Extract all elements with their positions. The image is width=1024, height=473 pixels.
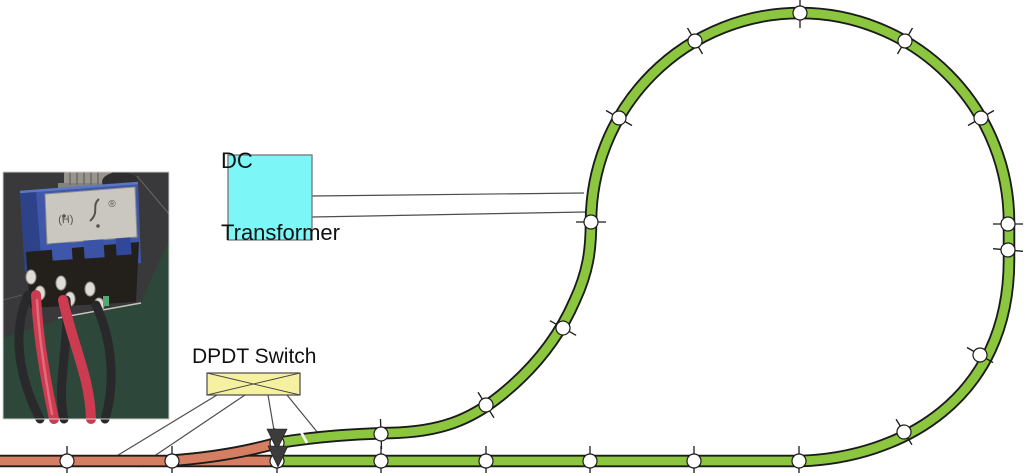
faceplate-dot <box>62 214 66 218</box>
background-scratch-2 <box>2 294 23 301</box>
feeder-wire <box>311 192 585 197</box>
solder-terminal <box>55 275 67 291</box>
insulated-gap-mark <box>298 429 309 444</box>
transformer-label-line2: Transformer <box>221 220 340 245</box>
registered-trademark: ® <box>108 199 116 210</box>
rail-joint-dot <box>687 33 703 49</box>
rail-joint-dot <box>792 5 808 21</box>
rail-joint-dot <box>791 453 807 469</box>
rail-joint <box>686 27 704 55</box>
rail-joint-dot <box>59 453 75 469</box>
turnout-branch-red <box>168 438 279 466</box>
rail-joint <box>373 418 389 450</box>
switch-wires <box>14 290 116 424</box>
rail-joint-dot <box>583 214 599 230</box>
rail-joint <box>549 320 577 336</box>
switch-photo: (H) ® <box>2 171 170 424</box>
switch-faceplate <box>44 186 138 245</box>
dpdt-switch-box <box>206 372 301 396</box>
rail-joint <box>993 242 1023 258</box>
rail-joint <box>967 109 995 127</box>
rail-joint <box>896 27 914 55</box>
dpdt-box-cross <box>206 372 301 396</box>
body-tab <box>51 242 73 261</box>
rail-joint <box>582 446 598 473</box>
rail-joint-dot <box>373 426 389 442</box>
rail-joint <box>895 418 913 446</box>
wire-highlight <box>35 298 54 416</box>
rail-joint-dot <box>1000 216 1016 232</box>
rail-joint-dot <box>1000 242 1016 258</box>
rail-joint <box>59 446 75 473</box>
rail-joint-dot <box>972 347 988 363</box>
rail-joint-dot <box>373 453 389 469</box>
rail-joint <box>164 446 180 473</box>
rail-joint-dot <box>478 397 494 413</box>
wire-black <box>91 300 116 424</box>
rail-joints <box>59 0 1023 473</box>
rail-joint-dot <box>611 110 627 126</box>
insulated-joint-arrows <box>266 428 289 468</box>
switch-body-top-edge <box>19 181 139 194</box>
rail-joint <box>966 346 994 364</box>
transformer-label: DC Transformer <box>221 101 340 269</box>
rail-joint <box>477 391 495 419</box>
rail-joint-dot <box>896 424 912 440</box>
faceplate-squiggle <box>89 198 100 222</box>
rail-joint-dot <box>555 320 571 336</box>
photo-border <box>2 171 170 420</box>
rail-joint-dot <box>897 33 913 49</box>
rail-joint <box>576 214 606 230</box>
rail-joint <box>993 216 1023 232</box>
solder-terminal <box>25 269 37 285</box>
background-scratch <box>136 175 170 215</box>
switch-body: (H) ® <box>19 181 141 308</box>
faceplate-marking: (H) <box>58 213 74 226</box>
rail-joint <box>792 0 808 28</box>
loop-track-green <box>276 8 1014 466</box>
green-wire-stub <box>103 296 109 306</box>
feeder-wire <box>311 211 586 218</box>
callout-line <box>286 394 319 434</box>
rail-joint-dot <box>478 453 494 469</box>
rail-joint <box>478 446 494 473</box>
wire-red <box>58 295 96 424</box>
rail-joint-dot <box>164 453 180 469</box>
callout-line <box>114 394 218 458</box>
transformer-box <box>227 154 313 241</box>
insulated-joint-arrow-branch <box>266 428 288 451</box>
dpdt-switch-label: DPDT Switch <box>192 345 317 368</box>
rail-joint-dot <box>973 110 989 126</box>
rail-joint-dot <box>582 453 598 469</box>
bushing-nut <box>64 172 112 185</box>
rail-joint <box>791 446 807 473</box>
rail-joint <box>373 446 389 473</box>
transformer-label-line1: DC <box>221 148 253 173</box>
feeder-wires <box>311 192 586 218</box>
rail-joint <box>605 109 633 127</box>
wire-black <box>14 290 45 424</box>
body-tab <box>115 237 132 256</box>
rail-joint <box>686 446 702 473</box>
faceplate-dot <box>96 224 100 228</box>
insulated-joint-arrow-straight <box>267 445 289 468</box>
solder-terminal <box>84 281 96 297</box>
body-tab <box>83 239 105 259</box>
rail-joint-dot <box>686 453 702 469</box>
